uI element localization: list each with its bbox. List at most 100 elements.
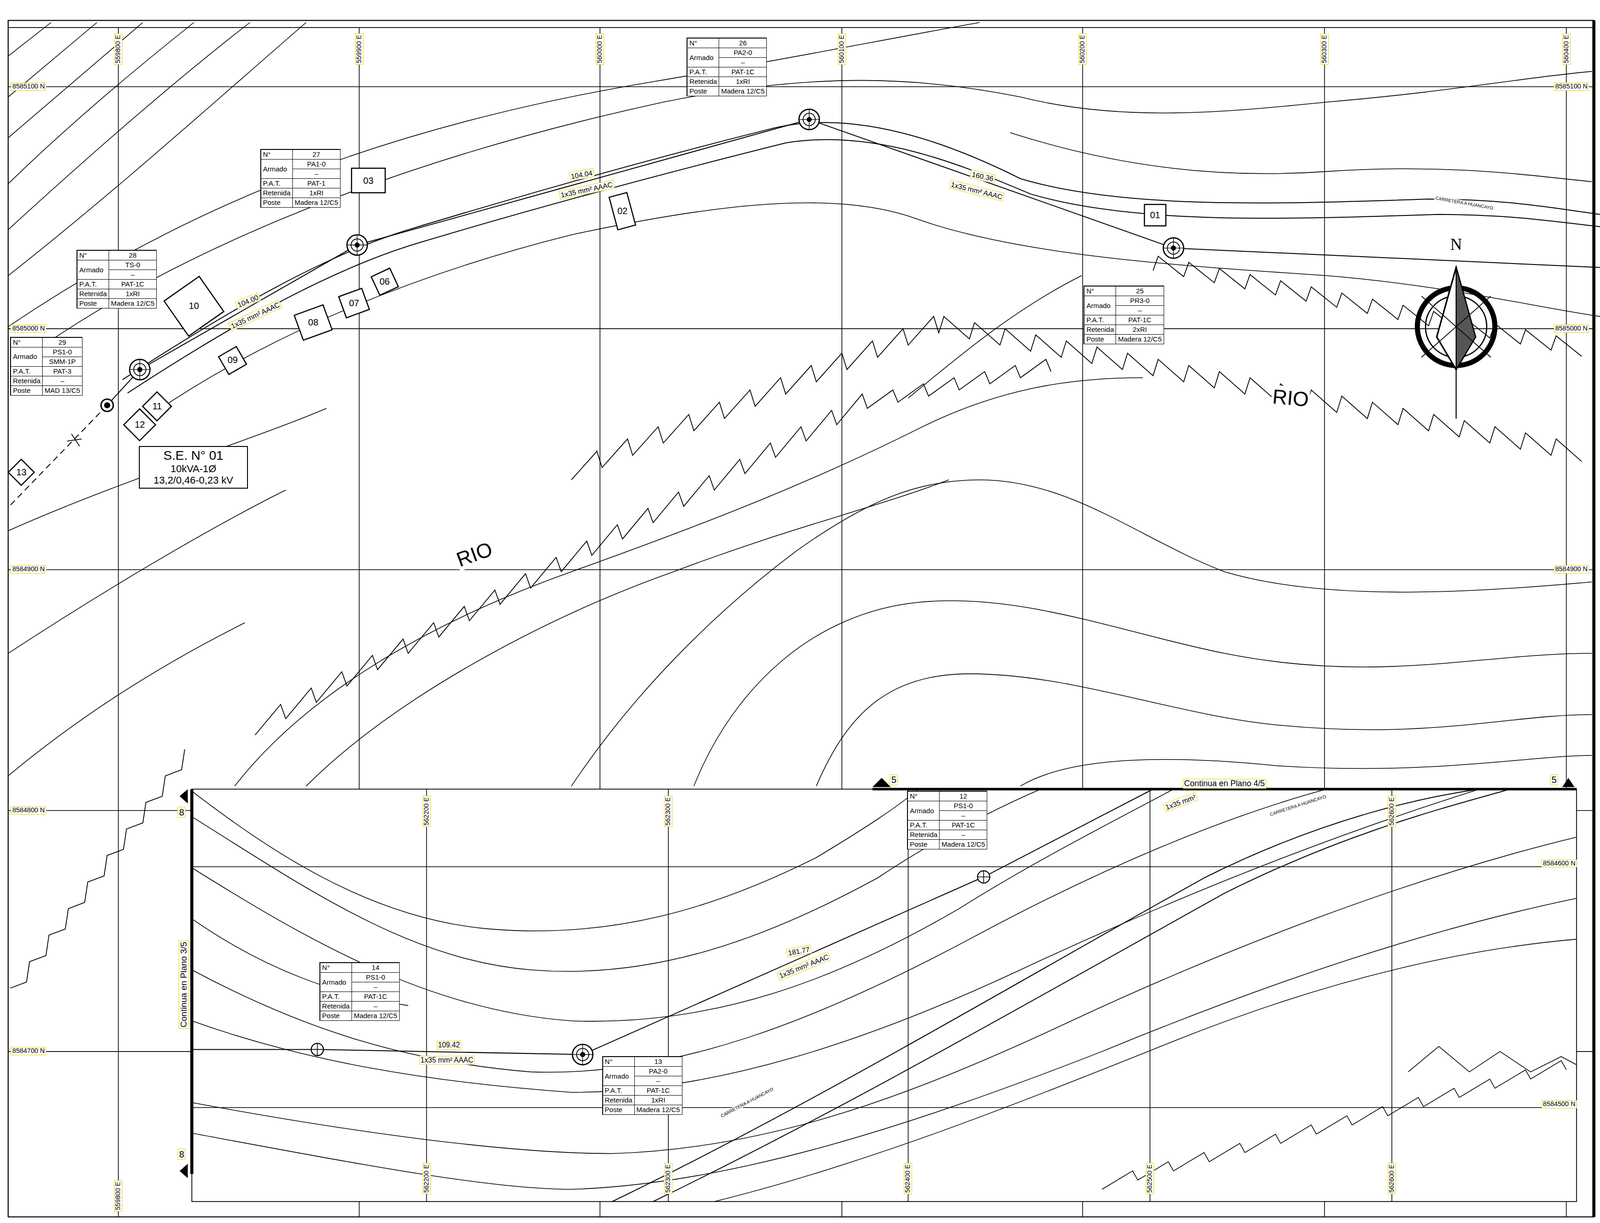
- inset-map: [872, 777, 891, 787]
- map-label: Continua en Plano 3/5: [178, 940, 189, 1029]
- contour-lines: [1020, 755, 1592, 787]
- contour-lines: [816, 673, 1592, 787]
- map-label: 5: [890, 774, 898, 786]
- substation-data: 13,2/0,46-0,23 kV: [144, 474, 243, 486]
- table-value-cell: Madera 12/C5: [719, 86, 767, 97]
- table-value-cell: –: [939, 810, 988, 821]
- table-value-cell: Madera 12/C5: [109, 298, 157, 309]
- contour-lines: [153, 202, 1600, 414]
- table-cell-text: –: [314, 169, 319, 179]
- table-label-cell: Retenida: [1084, 324, 1117, 335]
- table-label-cell: P.A.T.: [261, 178, 293, 189]
- table-value-cell: PA2-0: [719, 48, 767, 58]
- conductor-lines: [10, 405, 108, 506]
- table-label-cell: Poste: [603, 1105, 635, 1115]
- inset-map: [192, 789, 1480, 1093]
- map-label: 560100 E: [837, 33, 847, 65]
- lot-box: 03: [350, 166, 387, 194]
- inset-map: [179, 1163, 188, 1178]
- table-cell-text: PAT-1C: [646, 1085, 670, 1095]
- table-value-cell: PAT-3: [42, 366, 83, 377]
- pole-data-table: N°29ArmadoPS1-0SMM-1PP.A.T.PAT-3Retenida…: [10, 336, 83, 396]
- table-label-cell: Retenida: [603, 1095, 635, 1106]
- map-label: 559800 E: [114, 33, 123, 65]
- lot-number: 09: [227, 354, 238, 366]
- inset-map: [1102, 1060, 1567, 1190]
- contour-lines: [40, 71, 1592, 347]
- pole-symbols: [104, 401, 110, 408]
- inset-map: [653, 789, 1511, 1202]
- inset-map: [192, 789, 1577, 1202]
- lot-box: 12: [122, 407, 157, 442]
- table-value-cell: PAT-1C: [719, 67, 767, 77]
- lot-box: 10: [162, 274, 226, 338]
- table-value-cell: 2xRI: [1116, 324, 1164, 335]
- table-cell-text: PAT-1C: [1128, 315, 1152, 325]
- table-cell-text: PA2-0: [733, 48, 753, 58]
- lot-outline-shape: [294, 304, 333, 341]
- pole-data-table: N°28ArmadoTS-0–P.A.T.PAT-1CRetenida1xRIP…: [76, 249, 157, 309]
- table-label-cell: P.A.T.: [603, 1085, 635, 1096]
- map-frame: [1592, 20, 1596, 1217]
- table-cell-text: Retenida: [322, 1001, 350, 1011]
- map-label: 8584900 N: [10, 565, 47, 574]
- table-cell-text: 28: [128, 250, 137, 260]
- river-banks: [255, 359, 1052, 736]
- table-cell-text: 12: [959, 791, 968, 801]
- inset-map: [426, 789, 1392, 1202]
- map-label: 8584900 N: [1553, 565, 1590, 574]
- table-label-cell: P.A.T.: [687, 67, 720, 77]
- contour-lines: [8, 22, 194, 184]
- table-label-cell: Retenida: [320, 1001, 352, 1012]
- table-cell-text: N°: [689, 38, 698, 48]
- table-value-cell: 14: [351, 962, 400, 973]
- table-value-cell: 1xRI: [719, 76, 767, 87]
- table-cell-text: P.A.T.: [322, 991, 340, 1001]
- inset-map: [192, 836, 1577, 1154]
- table-cell-text: Madera 12/C5: [110, 298, 155, 308]
- table-value-cell: Madera 12/C5: [351, 1011, 400, 1021]
- table-cell-text: P.A.T.: [604, 1085, 623, 1095]
- map-label: 8584500 N: [1541, 1099, 1578, 1109]
- table-cell-text: PAT-1C: [120, 279, 144, 289]
- lot-box: 01: [1143, 203, 1168, 228]
- table-label-cell: P.A.T.: [77, 279, 110, 290]
- inset-map: [572, 1044, 594, 1065]
- table-cell-text: Retenida: [1086, 324, 1114, 335]
- table-cell-text: –: [130, 269, 135, 280]
- table-label-cell: Armado: [10, 347, 43, 367]
- map-label: 560400 E: [1562, 33, 1571, 65]
- substation-box: S.E. N° 0110kVA-1Ø13,2/0,46-0,23 kV: [138, 445, 248, 489]
- table-label-cell: P.A.T.: [907, 820, 940, 831]
- table-cell-text: Poste: [12, 385, 31, 396]
- lot-outline-shape: [8, 459, 35, 486]
- table-value-cell: –: [1116, 305, 1164, 316]
- table-cell-text: Armado: [1086, 301, 1111, 311]
- table-value-cell: 29: [42, 337, 83, 348]
- lot-outline-shape: [609, 192, 636, 230]
- inset-map: [311, 1043, 324, 1056]
- table-cell-text: 1xRI: [125, 289, 140, 299]
- table-cell-text: TS-0: [125, 260, 141, 270]
- table-cell-text: PAT-3: [53, 366, 72, 376]
- table-value-cell: PAT-1C: [351, 991, 400, 1002]
- table-cell-text: Armado: [263, 164, 288, 174]
- table-value-cell: –: [939, 830, 988, 840]
- road-name: CARRETERA A HUANCAYO: [719, 1085, 776, 1119]
- table-value-cell: Madera 12/C5: [634, 1105, 683, 1115]
- inset-map: [190, 789, 194, 1175]
- table-value-cell: PS1-0: [939, 801, 988, 811]
- table-cell-text: –: [373, 1001, 378, 1011]
- table-cell-text: PS1-0: [52, 347, 72, 357]
- pole-symbols: [1163, 237, 1184, 259]
- pole-symbols: [346, 234, 368, 256]
- table-value-cell: Madera 12/C5: [1116, 334, 1164, 345]
- table-label-cell: Retenida: [907, 830, 940, 840]
- map-label: 8585000 N: [10, 324, 47, 333]
- table-value-cell: PAT-1C: [939, 820, 988, 831]
- table-cell-text: Armado: [689, 53, 714, 63]
- table-cell-text: –: [741, 57, 745, 67]
- lot-number: 12: [134, 419, 145, 430]
- table-cell-text: 14: [371, 962, 380, 973]
- table-cell-text: P.A.T.: [909, 820, 928, 830]
